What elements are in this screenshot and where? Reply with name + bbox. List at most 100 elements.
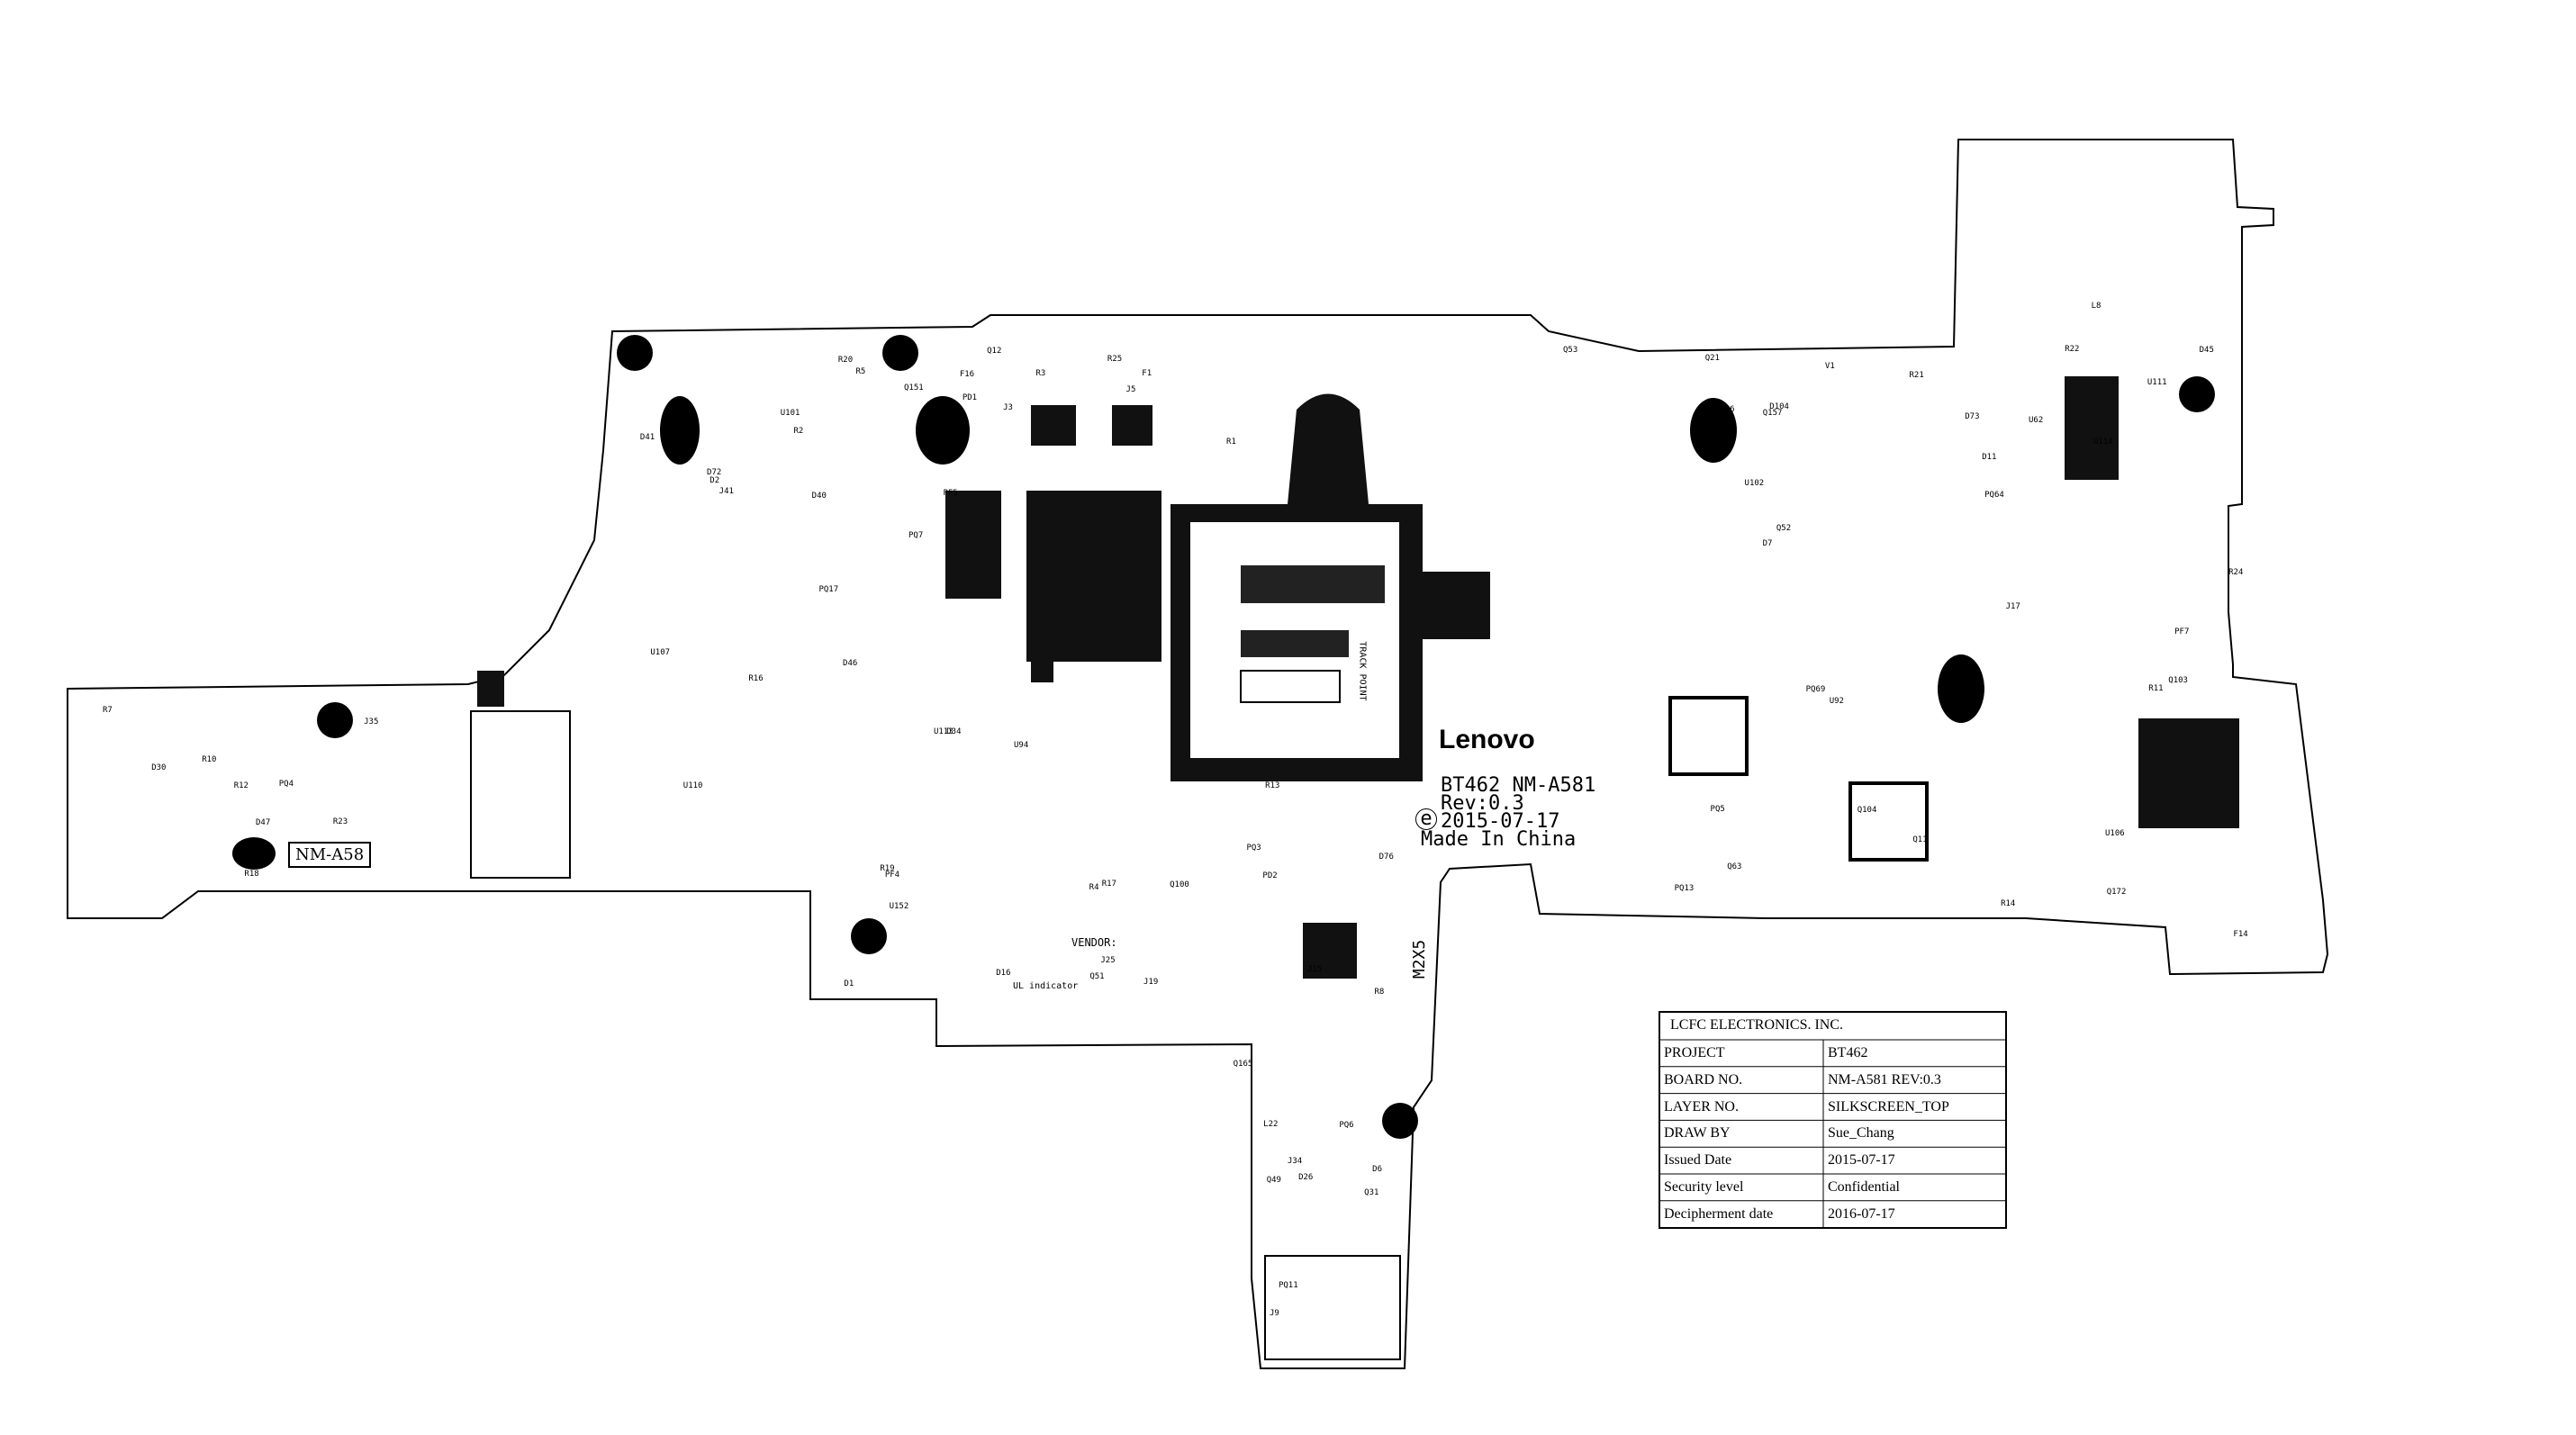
component-designator: R5	[855, 367, 866, 377]
component-designator: J19	[1143, 978, 1159, 988]
component-designator: U107	[650, 647, 671, 657]
component-designator: J25	[1100, 955, 1116, 965]
component-designator: D1	[844, 979, 854, 988]
component-designator: PQ4	[278, 780, 294, 790]
component-designator: D2	[710, 475, 720, 485]
component-designator: R20	[837, 355, 854, 365]
cpu-slot-a	[1241, 565, 1385, 603]
component-designator: R19	[880, 864, 895, 874]
component-designator: D26	[1298, 1172, 1314, 1182]
component-designator: D45	[2199, 346, 2214, 356]
left-label: NM-A58	[288, 842, 372, 868]
title-row-label: Issued Date	[1664, 1152, 1732, 1169]
component-designator: D104	[1769, 402, 1789, 412]
component-designator: D40	[811, 492, 827, 501]
title-row-label: BOARD NO.	[1664, 1071, 1743, 1088]
component-designator: Q104	[1857, 805, 1877, 815]
component-designator: R18	[244, 870, 259, 880]
component-designator: D16	[996, 968, 1011, 978]
component-designator: PQ17	[818, 585, 839, 595]
component-designator: R4	[1089, 883, 1099, 893]
title-row-value: 2015-07-17	[1828, 1152, 1895, 1169]
component-designator: Q11	[1912, 835, 1928, 845]
ul-label: UL indicator	[1013, 981, 1079, 991]
component-designator: F1	[1142, 369, 1152, 379]
mounting-holes	[317, 335, 2215, 1139]
component-designator: R17	[1101, 879, 1116, 889]
component-designator: R10	[202, 755, 217, 765]
title-row-value: BT462	[1828, 1045, 1868, 1060]
component-designator: R22	[2065, 344, 2080, 354]
component-designator: D47	[256, 818, 271, 828]
e-mark: e	[1415, 808, 1437, 830]
component-designator: U113	[933, 727, 954, 736]
component-designator: J41	[719, 486, 734, 496]
title-row-value: Sue_Chang	[1828, 1125, 1894, 1142]
large-ics	[477, 376, 2239, 979]
component-designator: Q12	[987, 346, 1002, 356]
title-company: LCFC ELECTRONICS. INC.	[1670, 1017, 1844, 1033]
component-designator: D41	[639, 432, 655, 442]
board-outline	[67, 139, 2329, 1369]
component-designator: R23	[332, 817, 348, 827]
component-designator: R3	[1035, 369, 1046, 379]
component-designator: D34	[946, 727, 962, 737]
component-designator: U111	[2147, 378, 2167, 388]
component-designator: U62	[2028, 416, 2044, 426]
component-designator: J5	[1125, 385, 1136, 395]
component-designator: PQ64	[1984, 490, 2004, 500]
component-designator: PQ13	[1674, 883, 1695, 893]
trackpoint-label: TRACK POINT	[1357, 641, 1368, 701]
component-designator: F16	[959, 370, 975, 380]
made-in: Made In China	[1421, 828, 1577, 851]
board-model: BT462 NM-A581	[1441, 774, 1596, 797]
component-designator: R16	[748, 674, 764, 684]
component-designator: D72	[707, 467, 722, 477]
title-row-label: Security level	[1664, 1179, 1744, 1195]
component-designator: D46	[843, 659, 858, 669]
component-designator: R1	[1226, 438, 1236, 447]
cpu-slot-b	[1241, 630, 1349, 657]
component-designator: Q53	[1562, 345, 1578, 355]
connector-slot	[1264, 1255, 1401, 1360]
component-designator: R11	[2148, 684, 2164, 694]
bga-chips	[1668, 696, 1929, 862]
component-designator: J15	[1306, 965, 1323, 975]
component-designator: D11	[1982, 453, 1997, 463]
component-designator: D6	[1372, 1164, 1383, 1174]
component-designator: J3	[1003, 402, 1013, 412]
component-designator: Q100	[1170, 880, 1189, 889]
component-designator: U102	[1744, 479, 1765, 489]
component-designator: Q21	[1704, 353, 1720, 363]
component-designator: U106	[2104, 828, 2125, 838]
component-designator: J34	[1287, 1157, 1303, 1167]
component-designator: J9	[1270, 1308, 1279, 1318]
component-designator: R2	[793, 427, 804, 437]
component-designator: Q165	[1233, 1060, 1253, 1069]
component-designator: U110	[682, 781, 703, 790]
component-designator: F6	[1706, 419, 1716, 429]
component-designator: PQ5	[1710, 805, 1725, 815]
component-designator: Q103	[2168, 676, 2188, 685]
component-designator: U152	[889, 901, 909, 911]
component-designator: R13	[1265, 781, 1280, 790]
component-designator: D7	[1762, 538, 1773, 548]
component-designator: R26	[1720, 404, 1735, 414]
component-designator: R7	[102, 705, 113, 715]
brand-logo: Lenovo	[1439, 725, 1535, 754]
component-designator: PQ69	[1805, 684, 1826, 694]
component-designator: Q52	[1776, 524, 1792, 534]
component-designator: J35	[364, 718, 379, 727]
component-designator: R21	[1909, 370, 1924, 380]
component-designator: Q157	[1762, 409, 1783, 419]
component-designator: PQ11	[1278, 1280, 1298, 1290]
component-designator: Q31	[1364, 1187, 1379, 1197]
oval-pads	[232, 396, 1984, 870]
vendor-label: VENDOR:	[1071, 936, 1117, 949]
component-designator: F14	[2233, 929, 2248, 939]
board-rev: Rev:0.3	[1441, 792, 1524, 815]
board-date: 2015-07-17	[1441, 810, 1560, 833]
title-row-label: LAYER NO.	[1664, 1098, 1739, 1115]
component-designator: U92	[1829, 696, 1844, 706]
